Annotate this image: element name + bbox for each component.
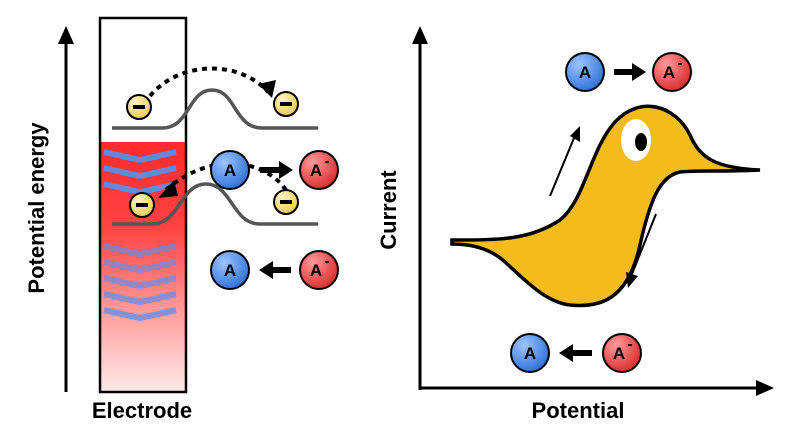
- svg-text:-: -: [677, 55, 682, 72]
- neutral-species-left-lower: A: [210, 250, 250, 290]
- neutral-species-right-top: A: [565, 52, 605, 92]
- anion-species-right-bottom: A -: [602, 333, 642, 373]
- svg-text:-: -: [627, 336, 632, 353]
- neutral-species-left-upper: A: [210, 150, 250, 190]
- svg-text:A: A: [224, 261, 236, 280]
- anion-species-left-lower: A -: [299, 250, 339, 290]
- lower-energy-barrier: [112, 182, 318, 226]
- neutral-species-right-bottom: A: [510, 333, 550, 373]
- potential-axis: [420, 380, 774, 396]
- forward-scan-arrow: [549, 126, 580, 197]
- electron-upper-right: [273, 91, 299, 117]
- right-arrow-left-upper: [260, 161, 293, 179]
- right-arrow-right-top: [614, 63, 646, 81]
- anion-species-right-top: A -: [652, 52, 692, 92]
- current-axis: [412, 26, 428, 390]
- svg-text:-: -: [324, 253, 329, 270]
- electron-lower-left: [129, 192, 155, 218]
- bird-body: [450, 104, 761, 308]
- reverse-scan-arrow: [626, 213, 657, 288]
- potential-axis-label: Potential: [532, 398, 625, 423]
- electron-upper-left: [126, 94, 152, 120]
- left-arrow-left-lower: [259, 261, 291, 279]
- voltammogram-bird: [450, 104, 761, 308]
- svg-text:A: A: [310, 161, 322, 180]
- svg-text:A: A: [224, 161, 236, 180]
- svg-text:A: A: [663, 63, 675, 82]
- svg-text:A: A: [310, 261, 322, 280]
- svg-text:A: A: [613, 344, 625, 363]
- energy-axis: [58, 26, 74, 392]
- current-axis-label: Current: [376, 170, 401, 250]
- electron-lower-right: [273, 189, 299, 215]
- electrode-band-chevrons: [103, 149, 177, 322]
- svg-text:-: -: [324, 153, 329, 170]
- left-arrow-right-bottom: [559, 344, 592, 362]
- energy-axis-label: Potential energy: [24, 122, 49, 294]
- upper-energy-barrier: [112, 88, 318, 130]
- svg-text:A: A: [524, 344, 536, 363]
- svg-text:A: A: [579, 63, 591, 82]
- bird-eye-pupil: [635, 133, 647, 151]
- anion-species-left-upper: A -: [299, 150, 339, 190]
- electrode-label: Electrode: [92, 398, 192, 423]
